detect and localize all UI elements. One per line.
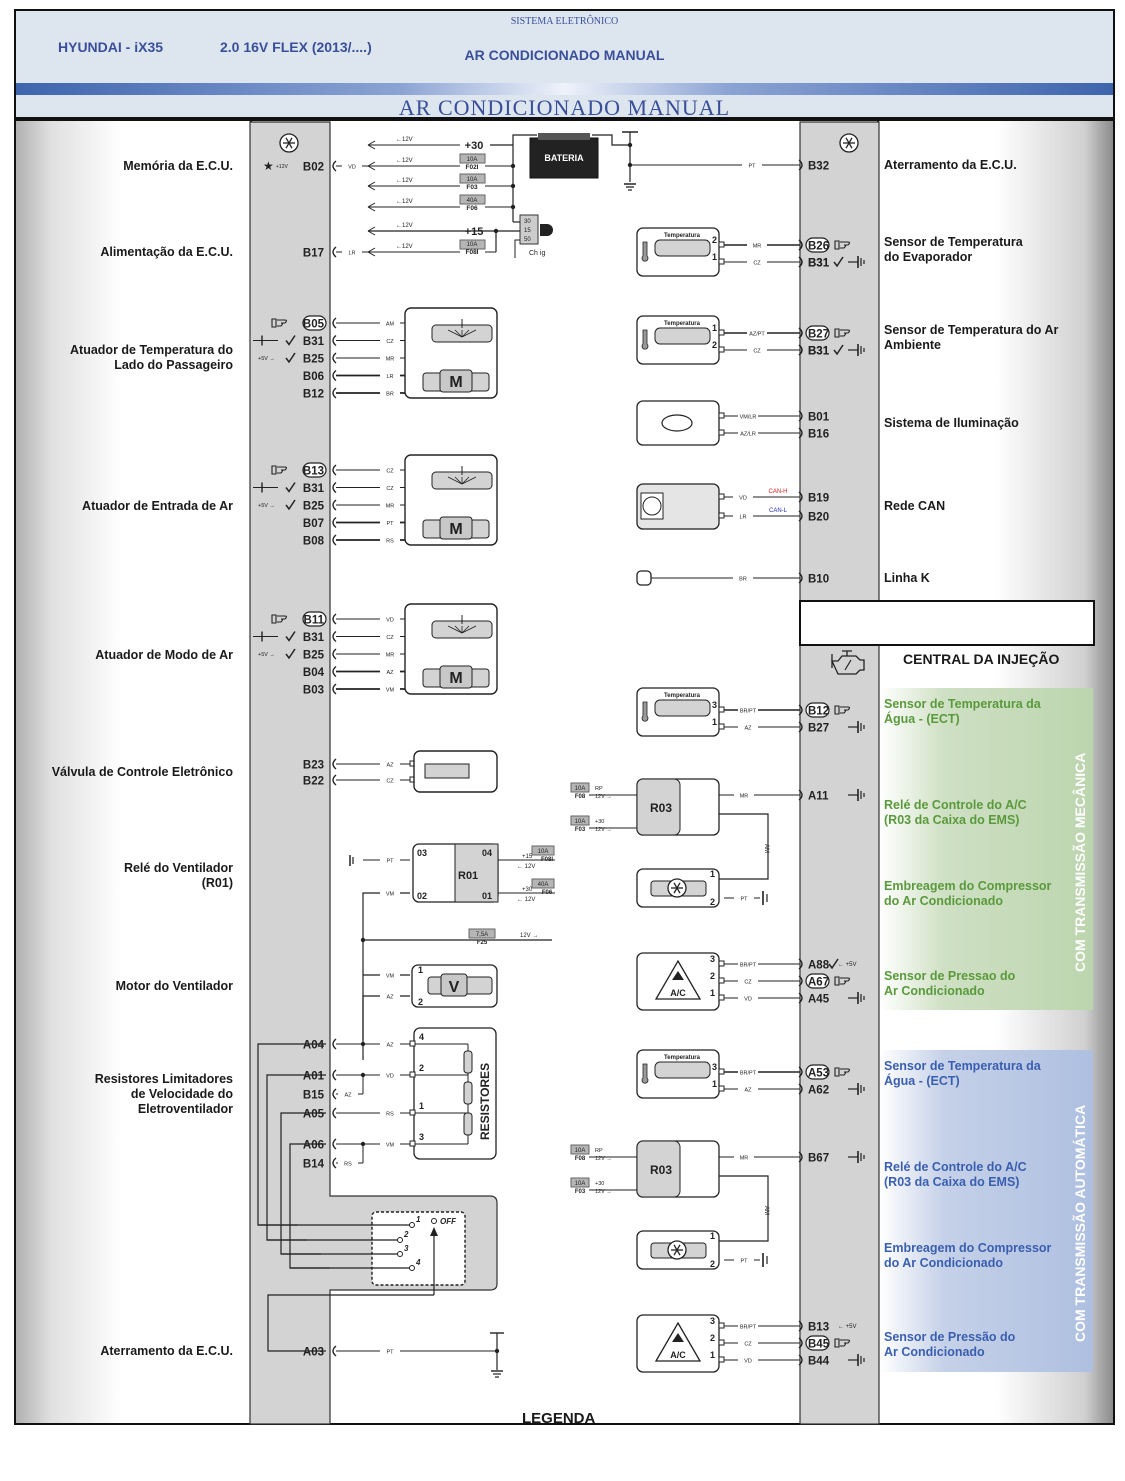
- label-alimentacao-line: Alimentação da E.C.U.: [100, 245, 233, 259]
- label-motor-ventilador-line: Motor do Ventilador: [115, 979, 233, 993]
- manual-transmission-group: [880, 688, 1093, 1010]
- label-valvula: Válvula de Controle Eletrônico: [3, 765, 233, 780]
- vehicle-brand: HYUNDAI - iX35: [58, 39, 164, 55]
- page-title: AR CONDICIONADO MANUAL: [398, 95, 731, 120]
- label-iluminacao-line: Sistema de Iluminação: [884, 416, 1019, 430]
- automatic-transmission-label: COM TRANSMISSÃO AUTOMÁTICA: [1072, 1104, 1088, 1342]
- label-memoria: Memória da E.C.U.: [3, 159, 233, 174]
- label-can-line: Rede CAN: [884, 499, 946, 513]
- label-linhak: Linha K: [884, 571, 1084, 586]
- label-mec-2-line: do Ar Condicionado: [884, 894, 1003, 908]
- label-resistores-line: de Velocidade do: [130, 1087, 233, 1101]
- left-label-column: [16, 121, 252, 1423]
- label-atuador-entrada: Atuador de Entrada de Ar: [3, 499, 233, 514]
- label-aterramento-r-line: Aterramento da E.C.U.: [884, 158, 1017, 172]
- label-aut-0-line: Sensor de Temperatura da: [884, 1059, 1041, 1073]
- system-label: SISTEMA ELETRÔNICO: [510, 16, 619, 27]
- label-rele-ventilador: Relé do Ventilador(R01): [3, 861, 233, 891]
- label-aut-2-line: do Ar Condicionado: [884, 1256, 1003, 1270]
- label-atuador-temp-line: Lado do Passageiro: [114, 358, 233, 372]
- label-valvula-line: Válvula de Controle Eletrônico: [51, 765, 233, 779]
- label-mec-0-line: Sensor de Temperatura da: [884, 697, 1041, 711]
- label-rele-ventilador-line: (R01): [201, 876, 233, 890]
- label-sensor-evap-line: Sensor de Temperatura: [884, 235, 1023, 249]
- label-sensor-amb-line: Ambiente: [884, 338, 941, 352]
- label-alimentacao: Alimentação da E.C.U.: [3, 245, 233, 260]
- label-aut-1: Relé de Controle do A/C(R03 da Caixa do …: [884, 1160, 1084, 1190]
- label-mec-3-line: Sensor de Pressao do: [884, 969, 1016, 983]
- label-mec-1-line: (R03 da Caixa do EMS): [884, 813, 1020, 827]
- label-rele-ventilador-line: Relé do Ventilador: [123, 861, 233, 875]
- label-motor-ventilador: Motor do Ventilador: [3, 979, 233, 994]
- label-aut-3-line: Sensor de Pressão do: [884, 1330, 1016, 1344]
- label-aut-1-line: Relé de Controle do A/C: [884, 1160, 1027, 1174]
- label-resistores-line: Eletroventilador: [137, 1102, 233, 1116]
- manual-transmission-label: COM TRANSMISSÃO MECÂNICA: [1072, 752, 1088, 972]
- label-atuador-modo-line: Atuador de Modo de Ar: [95, 648, 233, 662]
- label-mec-3-line: Ar Condicionado: [884, 984, 985, 998]
- label-linhak-line: Linha K: [884, 571, 930, 585]
- label-memoria-line: Memória da E.C.U.: [123, 159, 233, 173]
- label-iluminacao: Sistema de Iluminação: [884, 416, 1084, 431]
- header: SISTEMA ELETRÔNICO HYUNDAI - iX35 2.0 16…: [14, 9, 1115, 120]
- label-atuador-temp-line: Atuador de Temperatura do: [70, 343, 233, 357]
- label-mec-0-line: Água - (ECT): [884, 712, 960, 726]
- label-atuador-modo: Atuador de Modo de Ar: [3, 648, 233, 663]
- label-aterramento-l: Aterramento da E.C.U.: [3, 1344, 233, 1359]
- automatic-transmission-group: [880, 1050, 1093, 1372]
- label-aut-0-line: Água - (ECT): [884, 1074, 960, 1088]
- label-mec-2-line: Embreagem do Compressor: [884, 879, 1052, 893]
- label-mec-1-line: Relé de Controle do A/C: [884, 798, 1027, 812]
- header-divider: [16, 83, 1113, 95]
- label-aut-2-line: Embreagem do Compressor: [884, 1241, 1052, 1255]
- label-aterramento-l-line: Aterramento da E.C.U.: [100, 1344, 233, 1358]
- header-subtitle: AR CONDICIONADO MANUAL: [464, 47, 665, 63]
- label-atuador-entrada-line: Atuador de Entrada de Ar: [82, 499, 233, 513]
- central-injecao-title: CENTRAL DA INJEÇÃO: [903, 651, 1060, 667]
- label-mec-1: Relé de Controle do A/C(R03 da Caixa do …: [884, 798, 1084, 828]
- label-can: Rede CAN: [884, 499, 1084, 514]
- label-sensor-evap-line: do Evaporador: [884, 250, 973, 264]
- label-aut-3-line: Ar Condicionado: [884, 1345, 985, 1359]
- engine-spec: 2.0 16V FLEX (2013/....): [220, 39, 372, 55]
- label-sensor-amb-line: Sensor de Temperatura do Ar: [884, 323, 1059, 337]
- legend-title: LEGENDA: [522, 1410, 596, 1427]
- label-resistores-line: Resistores Limitadores: [94, 1072, 233, 1086]
- label-aterramento-r: Aterramento da E.C.U.: [884, 158, 1084, 173]
- label-aut-1-line: (R03 da Caixa do EMS): [884, 1175, 1020, 1189]
